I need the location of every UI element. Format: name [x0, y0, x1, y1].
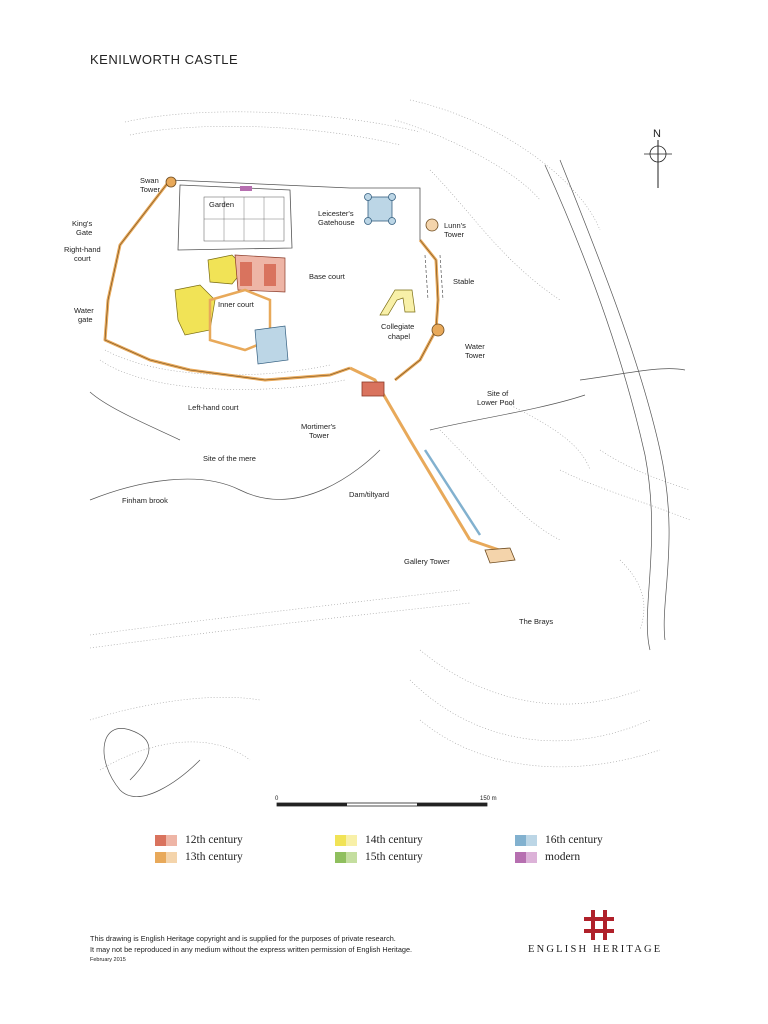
label-stable: Stable [453, 277, 474, 286]
label-collegiate-chapel-2: chapel [388, 332, 410, 341]
legend-column-2: 14th century 15th century [335, 833, 423, 864]
label-swan-tower-2: Tower [140, 185, 161, 194]
map-title: KENILWORTH CASTLE [90, 52, 239, 67]
legend-column-1: 12th century 13th century [155, 833, 243, 864]
label-kings-gate-2: Gate [76, 228, 92, 237]
label-water-gate: Water [74, 306, 94, 315]
legend-swatch-14th-dark [335, 834, 346, 846]
label-right-hand-court-2: court [74, 254, 92, 263]
scale-start-label: 0 [275, 796, 279, 802]
label-finham-brook: Finham brook [122, 496, 168, 505]
legend-label-12th: 12th century [185, 834, 243, 846]
label-site-lower-pool-2: Lower Pool [477, 398, 515, 407]
label-left-hand-court: Left-hand court [188, 403, 239, 412]
label-lunns-tower-2: Tower [444, 230, 465, 239]
label-water-tower: Water [465, 342, 485, 351]
legend-swatch-15th-light [346, 851, 357, 863]
brand-name: ENGLISH HERITAGE [528, 944, 663, 955]
swan-tower-mark [165, 176, 177, 188]
legend-item-14th: 14th century [335, 833, 423, 847]
legend-item-modern: modern [515, 850, 603, 864]
scale-end-label: 150 m [480, 796, 497, 802]
label-swan-tower: Swan [140, 176, 159, 185]
legend-column-3: 16th century modern [515, 833, 603, 864]
label-kings-gate: King's [72, 219, 92, 228]
legend-swatch-13th-light [166, 851, 177, 863]
label-water-tower-2: Tower [465, 351, 486, 360]
label-lunns-tower: Lunn's [444, 221, 466, 230]
legend-swatch-16th-light [526, 834, 537, 846]
label-leicesters-gatehouse-2: Gatehouse [318, 218, 355, 227]
legend-label-13th: 13th century [185, 851, 243, 863]
lunns-tower-mark [425, 218, 439, 232]
legend-swatch-modern-light [526, 851, 537, 863]
label-dam-tiltyard: Dam/tiltyard [349, 490, 389, 499]
legend-swatch-modern-dark [515, 851, 526, 863]
label-collegiate-chapel: Collegiate [381, 322, 414, 331]
terrain-hatching [89, 99, 691, 771]
label-water-gate-2: gate [78, 315, 93, 324]
inner-court-buildings [174, 254, 289, 365]
label-base-court: Base court [309, 272, 346, 281]
copyright-line-2: It may not be reproduced in any medium w… [90, 944, 413, 954]
legend-item-16th: 16th century [515, 833, 603, 847]
label-mortimers-tower: Mortimer's [301, 422, 336, 431]
scale-bar: 0 150 m [275, 796, 497, 807]
legend-item-15th: 15th century [335, 850, 423, 864]
copyright-notice: This drawing is English Heritage copyrig… [90, 934, 412, 966]
garden-enclosure [169, 179, 421, 251]
towers [165, 176, 516, 564]
legend-swatch-12th-light [166, 834, 177, 846]
ground-outlines [89, 159, 686, 797]
legend-item-12th: 12th century [155, 833, 243, 847]
legend-swatch-13th-dark [155, 851, 166, 863]
label-the-brays: The Brays [519, 617, 553, 626]
copyright-line-1: This drawing is English Heritage copyrig… [90, 934, 396, 943]
collegiate-chapel-plan [379, 289, 416, 316]
legend-label-modern: modern [545, 851, 581, 863]
mortimers-tower-mark [361, 381, 385, 397]
english-heritage-logo-icon [584, 910, 614, 940]
legend-swatch-14th-light [346, 834, 357, 846]
legend-label-16th: 16th century [545, 834, 603, 846]
copyright-date: February 2015 [90, 957, 126, 963]
legend-swatch-16th-dark [515, 834, 526, 846]
legend-swatch-15th-dark [335, 851, 346, 863]
north-arrow [644, 140, 672, 188]
gallery-tower-mark [484, 547, 516, 564]
legend-label-14th: 14th century [365, 834, 423, 846]
label-gallery-tower: Gallery Tower [404, 557, 450, 566]
label-right-hand-court: Right-hand [64, 245, 101, 254]
water-tower-mark [431, 323, 445, 337]
legend-label-15th: 15th century [365, 851, 423, 863]
map-labels: Swan Tower Garden Leicester's Gatehouse … [64, 176, 553, 626]
label-site-lower-pool: Site of [487, 389, 509, 398]
label-site-of-mere: Site of the mere [203, 454, 256, 463]
label-mortimers-tower-2: Tower [309, 431, 330, 440]
label-inner-court: Inner court [218, 300, 255, 309]
garden-modern-feature [240, 186, 252, 191]
label-garden: Garden [209, 200, 234, 209]
legend-item-13th: 13th century [155, 850, 243, 864]
north-label: N [653, 128, 661, 140]
label-leicesters-gatehouse: Leicester's [318, 209, 354, 218]
leicesters-gatehouse-plan [364, 193, 396, 225]
legend-swatch-12th-dark [155, 834, 166, 846]
outer-curtain-wall [103, 179, 506, 554]
stable-plan [424, 254, 444, 301]
